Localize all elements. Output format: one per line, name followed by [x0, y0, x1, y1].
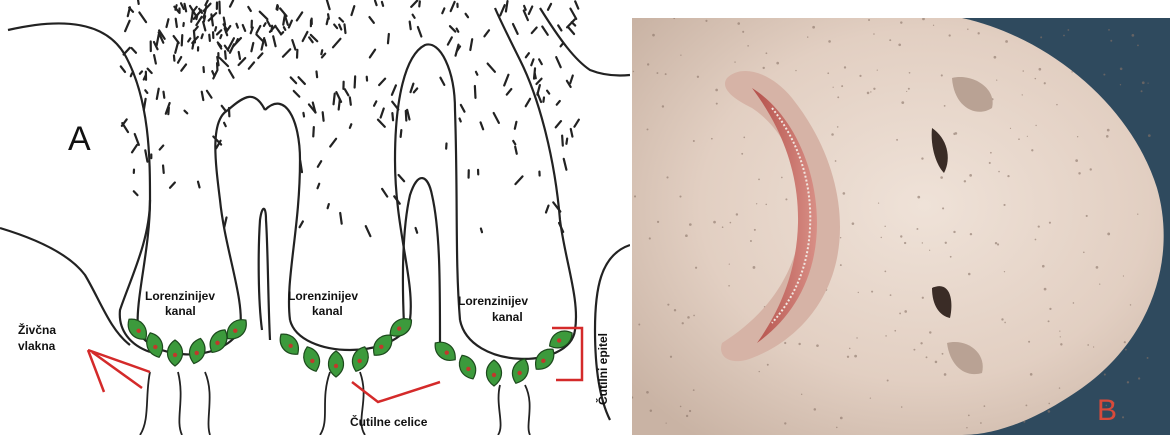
sensory-cell: [509, 356, 532, 386]
panel-letter-a: A: [68, 120, 91, 158]
sensory-cell: [455, 352, 480, 382]
diagram-panel-a: A Lorenzinijev kanal Lorenzinijev kanal …: [0, 0, 630, 435]
tissue-outline: [8, 23, 150, 352]
inner-fold-left: [259, 209, 270, 340]
nerve-fibres: [140, 372, 530, 435]
canal-label-middle-1: Lorenzinijev: [288, 289, 358, 303]
nerve-label-2: vlakna: [18, 339, 56, 353]
nerve-pointer: [88, 350, 150, 392]
canal-label-middle-2: kanal: [312, 304, 343, 318]
photo-panel-b: B: [632, 18, 1170, 435]
right-outline: [540, 8, 630, 75]
canal-label-right-2: kanal: [492, 310, 523, 324]
shark-snout-photo: B: [632, 18, 1170, 435]
sensory-cell: [328, 351, 343, 377]
sensory-cell: [430, 337, 460, 365]
ampullae-diagram: A Lorenzinijev kanal Lorenzinijev kanal …: [0, 0, 630, 435]
connective-tissue-texture: [121, 0, 579, 236]
sensory-cell: [300, 344, 323, 374]
nerve-label-1: Živčna: [18, 322, 56, 337]
ampulla-middle-left-wall: [265, 104, 300, 320]
sensory-epithelium-label: Čutilni epitel: [595, 333, 610, 405]
sensory-cell: [167, 340, 182, 366]
sensory-cell: [486, 360, 501, 386]
canal-label-left-2: kanal: [165, 304, 196, 318]
snout-skin: [632, 18, 1164, 435]
sensory-cell: [187, 337, 208, 366]
canal-label-right-1: Lorenzinijev: [458, 294, 528, 308]
panel-letter-b: B: [1097, 394, 1117, 427]
sensory-cells-label: Čutilne celice: [350, 414, 428, 429]
canal-label-left-1: Lorenzinijev: [145, 289, 215, 303]
ampulla-left: [138, 97, 265, 355]
cells-pointer: [352, 382, 440, 402]
